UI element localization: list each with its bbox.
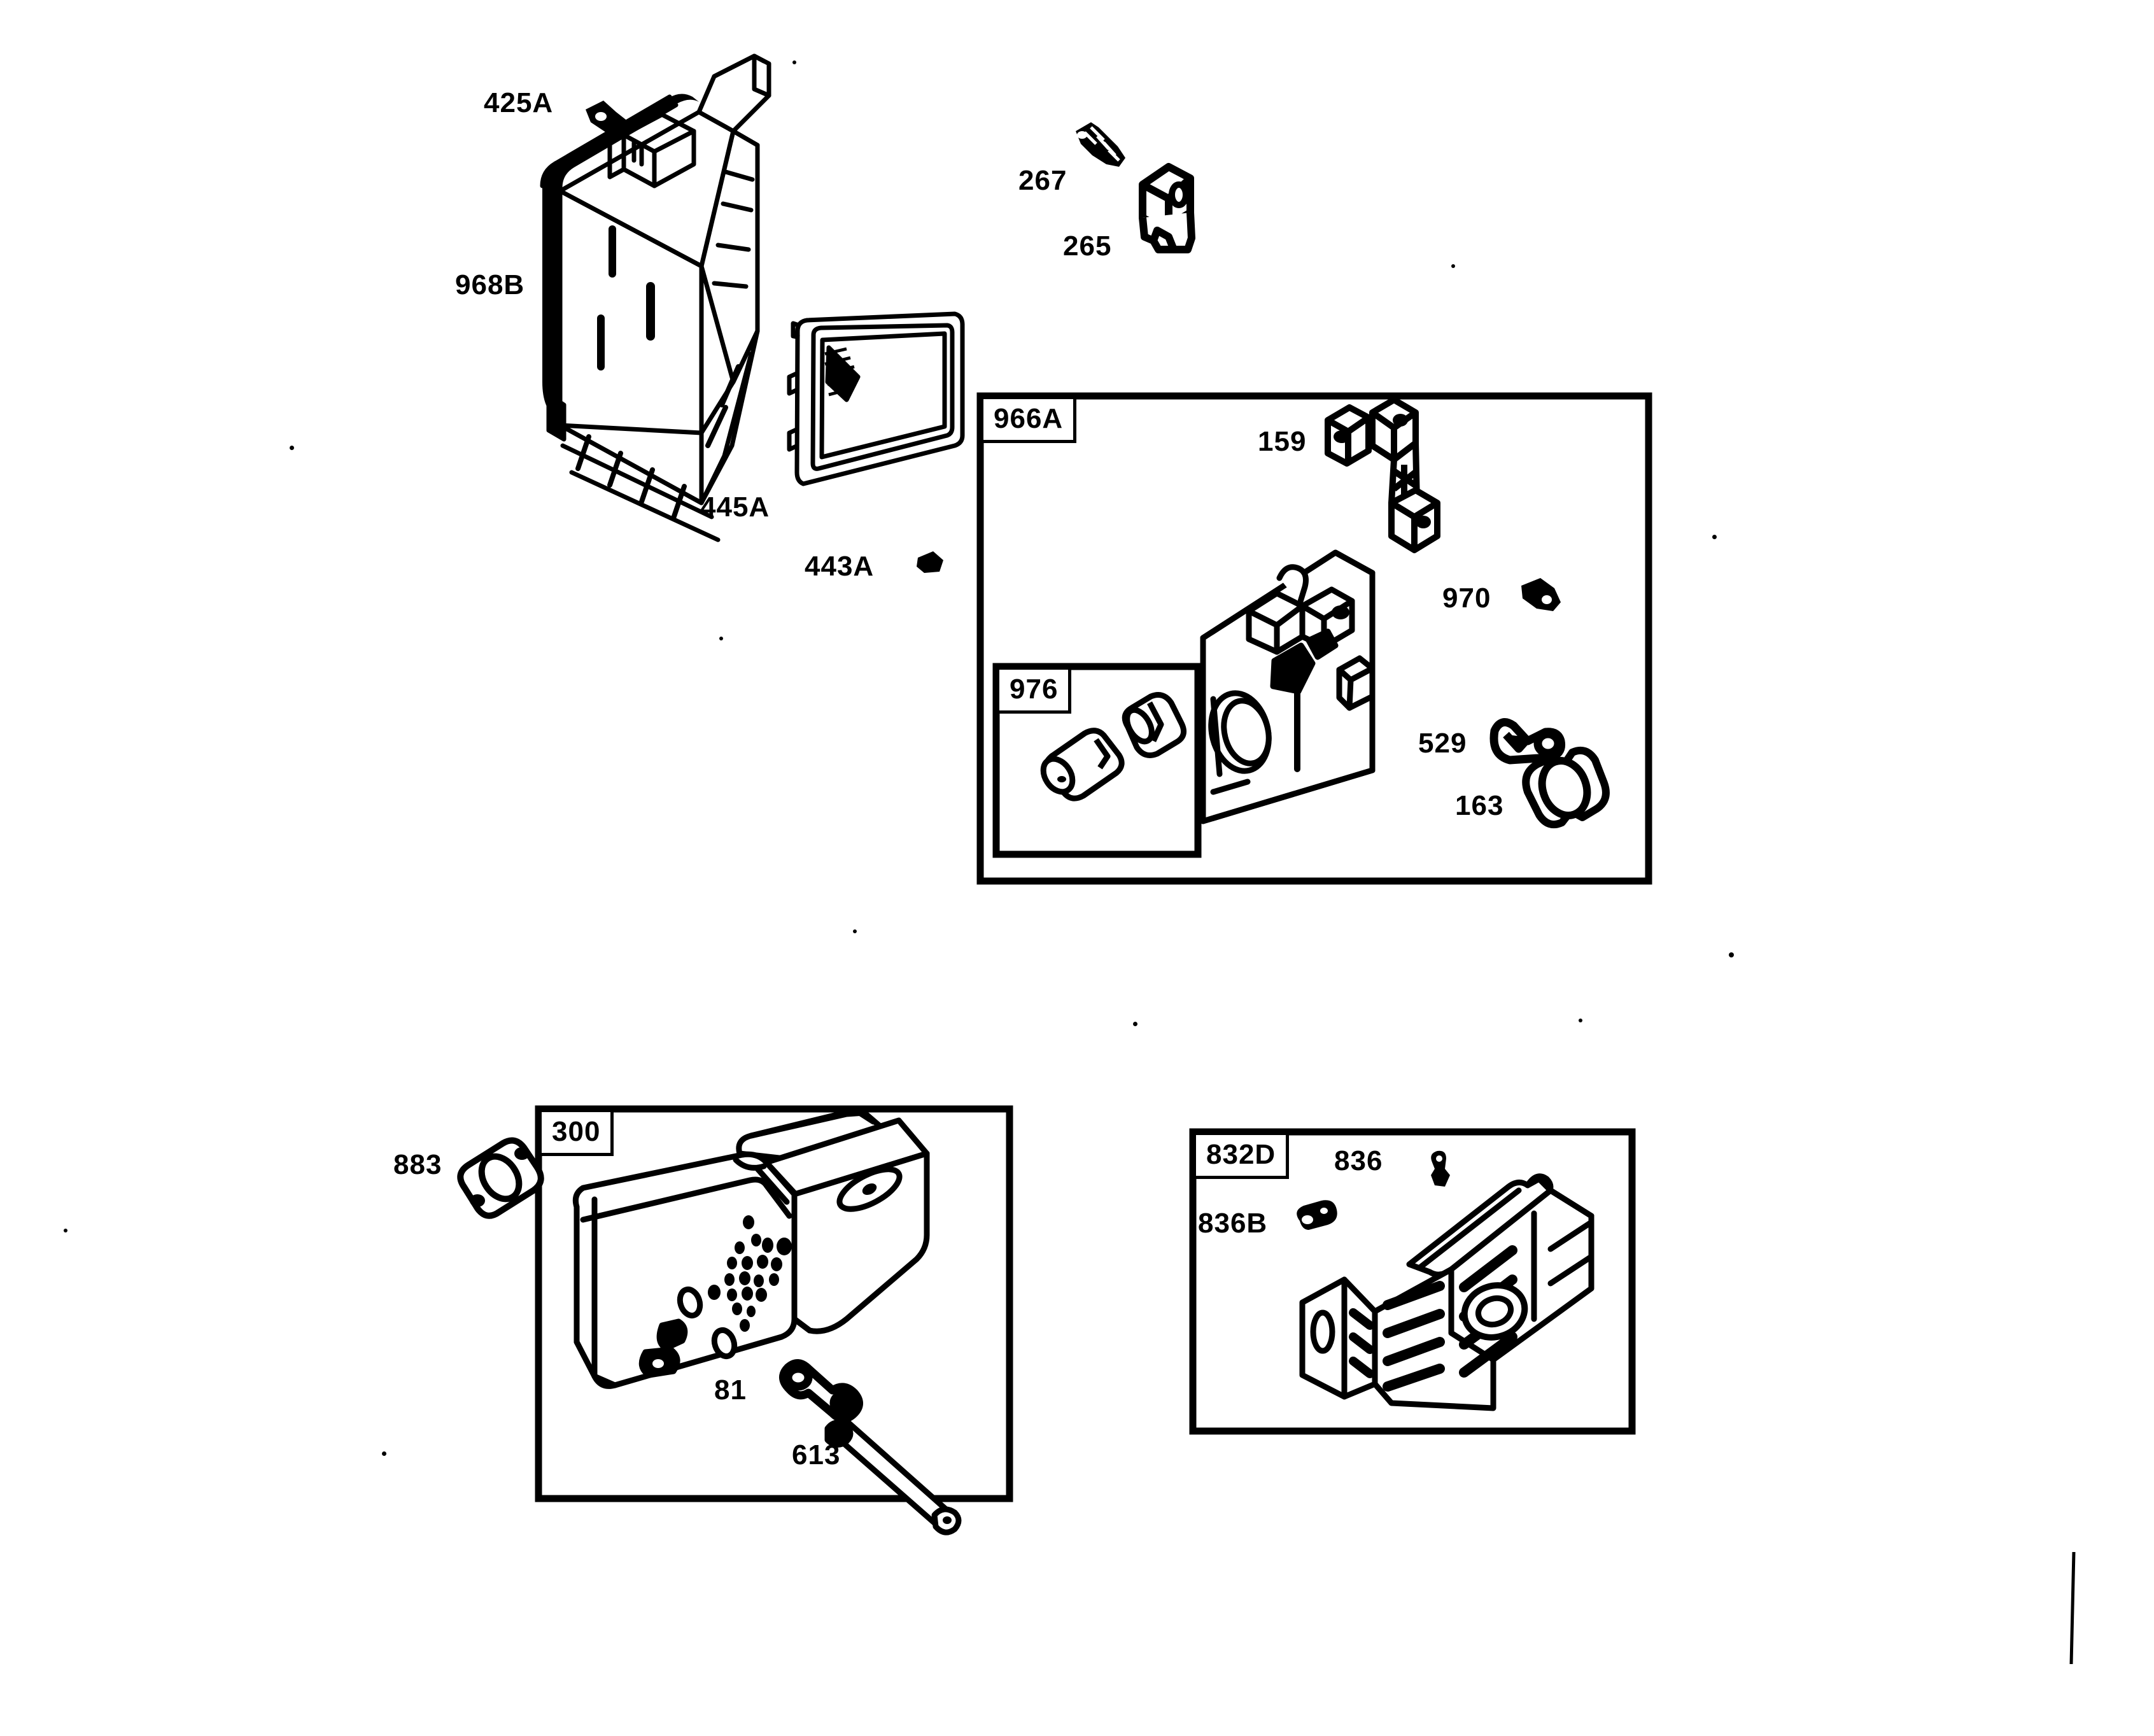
fuel-pipe-kit-frame xyxy=(992,663,1202,858)
scan-speck xyxy=(64,1229,67,1232)
callout-968B: 968B xyxy=(455,269,525,300)
scan-speck xyxy=(382,1451,386,1456)
scan-speck xyxy=(1579,1019,1582,1022)
callout-836: 836 xyxy=(1334,1145,1383,1176)
callout-970: 970 xyxy=(1442,582,1491,614)
choke-bracket-art xyxy=(1139,163,1195,253)
callout-883: 883 xyxy=(393,1149,442,1180)
carburetor-assembly-frame xyxy=(976,392,1652,885)
callout-443A: 443A xyxy=(805,551,875,582)
scan-speck xyxy=(853,929,857,933)
callout-613: 613 xyxy=(792,1439,841,1471)
air-filter-element-art xyxy=(787,311,965,486)
callout-163: 163 xyxy=(1455,790,1504,821)
callout-81: 81 xyxy=(714,1374,747,1406)
scan-speck xyxy=(1729,952,1734,957)
exhaust-gasket-art xyxy=(457,1137,544,1219)
assembly-label-300: 300 xyxy=(538,1109,614,1156)
throttle-link-art xyxy=(1489,718,1566,765)
callout-445A: 445A xyxy=(700,491,770,523)
heat-shield-screw-art xyxy=(1431,1150,1450,1187)
callout-529: 529 xyxy=(1418,728,1467,759)
callout-267: 267 xyxy=(1018,165,1067,196)
scan-speck xyxy=(719,637,723,640)
assembly-label-966A: 966A xyxy=(980,396,1077,443)
callout-425A: 425A xyxy=(484,87,554,118)
fuel-pipe-bushing-art xyxy=(1040,728,1125,801)
assembly-label-976: 976 xyxy=(996,667,1072,714)
muffler-body-art xyxy=(572,1107,930,1389)
heat-shield-assembly-frame xyxy=(1189,1128,1636,1435)
carburetor-body-art xyxy=(1200,549,1376,824)
muffler-nut-art xyxy=(779,1359,863,1423)
heat-shield-bolt-art xyxy=(1297,1200,1337,1230)
scan-speck xyxy=(1712,535,1717,539)
air-filter-screw-art xyxy=(917,551,943,573)
scan-speck xyxy=(290,446,294,450)
scan-speck xyxy=(792,60,796,64)
air-cleaner-cover-art xyxy=(540,53,771,542)
intake-gasket-art xyxy=(1522,747,1610,828)
muffler-assembly-frame xyxy=(535,1105,1013,1502)
seal-ring-art xyxy=(1122,692,1187,758)
muffler-stud-art xyxy=(824,1419,962,1535)
mounting-bracket-art xyxy=(1325,397,1440,553)
scan-artifact-line xyxy=(2069,1551,2076,1665)
callout-159: 159 xyxy=(1258,426,1307,457)
assembly-label-832D: 832D xyxy=(1193,1132,1290,1179)
spring-screw-art xyxy=(1076,122,1125,167)
callout-265: 265 xyxy=(1063,230,1112,262)
callout-836B: 836B xyxy=(1198,1208,1268,1239)
scan-speck xyxy=(1006,1496,1010,1500)
heat-shield-art xyxy=(1299,1173,1594,1411)
carburetor-screw-art xyxy=(1521,578,1561,611)
air-cleaner-cover-screw-art xyxy=(586,101,634,138)
scan-speck xyxy=(1133,1022,1137,1026)
scan-speck xyxy=(1451,264,1455,268)
